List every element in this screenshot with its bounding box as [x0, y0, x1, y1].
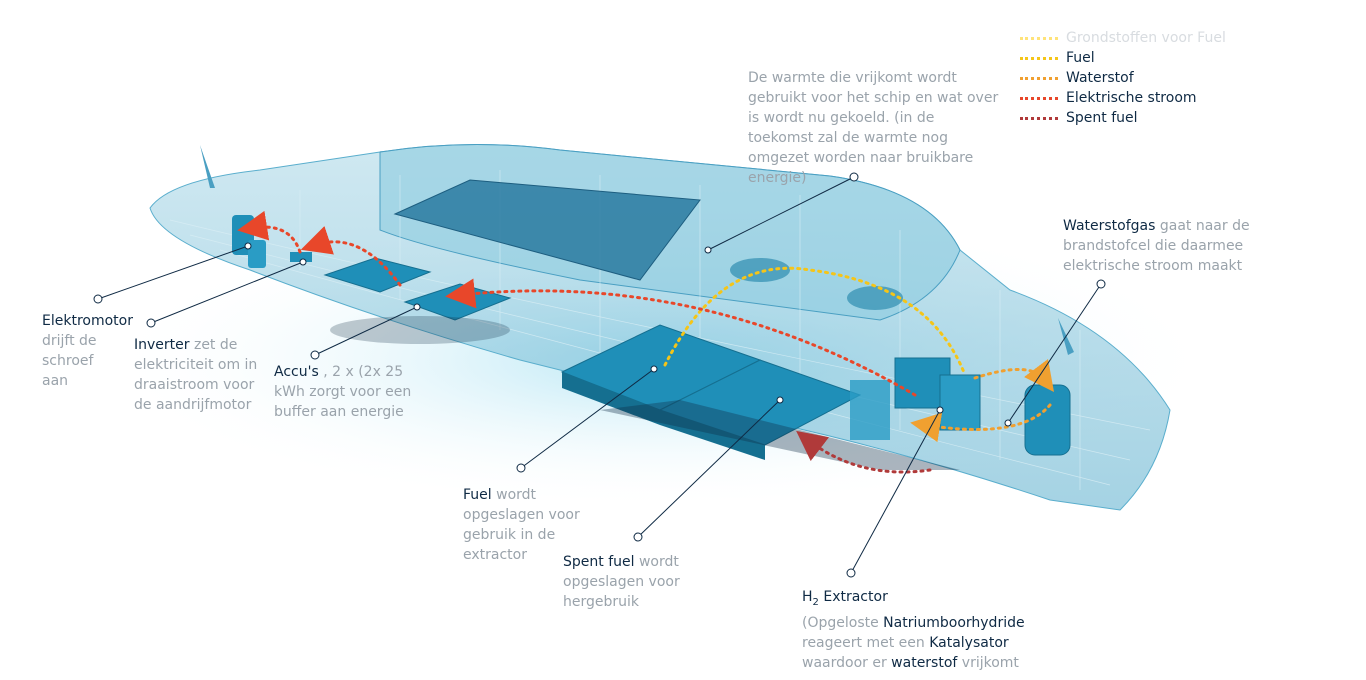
- label-spent-title: Spent fuel: [563, 554, 635, 570]
- h2-line2b: Katalysator: [929, 634, 1009, 651]
- label-inverter: Inverter zet de elektriciteit om in draa…: [134, 335, 260, 415]
- label-fuel-title: Fuel: [463, 487, 492, 503]
- h2-line1a: (Opgeloste: [802, 614, 884, 631]
- label-spent-body: wordt opgeslagen voor hergebruik: [563, 554, 680, 610]
- label-warmte: De warmte die vrijkomt wordt gebruikt vo…: [748, 68, 1003, 188]
- legend-swatch: [1020, 36, 1058, 40]
- inverter-unit: [290, 252, 312, 262]
- label-fuel: Fuel wordt opgeslagen voor gebruik in de…: [463, 485, 603, 565]
- legend-label: Spent fuel: [1066, 110, 1138, 126]
- label-elektromotor-body: drijft de schroef aan: [42, 333, 97, 389]
- label-spent-fuel: Spent fuel wordt opgeslagen voor hergebr…: [563, 552, 693, 612]
- label-inverter-title: Inverter: [134, 337, 190, 353]
- callout-lines: [93, 172, 1106, 578]
- label-accus: Accu's , 2 x (2x 25 kWh zorgt voor een b…: [274, 362, 414, 422]
- h2-h: H: [802, 589, 813, 605]
- legend-item-stroom: Elektrische stroom: [1020, 88, 1226, 108]
- label-inverter-body: zet de elektriciteit om in draaistroom v…: [134, 337, 258, 413]
- extractor-unit: [850, 357, 1071, 456]
- legend-swatch: [1020, 96, 1058, 100]
- flow-spent: [796, 430, 932, 474]
- label-elektromotor-title: Elektromotor: [42, 313, 133, 329]
- label-warmte-text: De warmte die vrijkomt wordt gebruikt vo…: [748, 70, 999, 186]
- legend-label: Grondstoffen voor Fuel: [1066, 30, 1226, 46]
- legend-swatch: [1020, 116, 1058, 120]
- label-waterstofgas: Waterstofgas gaat naar de brandstofcel d…: [1063, 216, 1263, 276]
- label-accus-body: , 2 x (2x 25 kWh zorgt voor een buffer a…: [274, 364, 412, 420]
- legend-swatch: [1020, 56, 1058, 60]
- legend-item-waterstof: Waterstof: [1020, 68, 1226, 88]
- legend-item-grondstoffen: Grondstoffen voor Fuel: [1020, 28, 1226, 48]
- h2-line3a: waardoor er: [802, 654, 892, 671]
- legend-label: Waterstof: [1066, 70, 1134, 86]
- h2-line3c: vrijkomt: [957, 654, 1019, 671]
- legend-label: Elektrische stroom: [1066, 90, 1197, 106]
- label-h2-title: H2 Extractor: [802, 589, 888, 608]
- label-h2-extractor: H2 Extractor (Opgeloste Natriumboorhydri…: [802, 587, 1062, 673]
- flow-stroom: [237, 210, 917, 397]
- h2-rest: Extractor: [818, 589, 888, 605]
- label-elektromotor: Elektromotor drijft de schroef aan: [42, 311, 142, 391]
- flow-waterstof: [910, 358, 1055, 443]
- label-waterstofgas-title: Waterstofgas: [1063, 218, 1156, 234]
- label-waterstofgas-body: gaat naar de brandstofcel die daarmee el…: [1063, 218, 1250, 274]
- h2-sub: 2: [812, 596, 819, 608]
- label-accus-title: Accu's: [274, 364, 319, 380]
- legend-item-fuel: Fuel: [1020, 48, 1226, 68]
- label-fuel-body: wordt opgeslagen voor gebruik in de extr…: [463, 487, 580, 563]
- h2-line2a: reageert met een: [802, 634, 930, 651]
- h2-line1b: Natriumboorhydride: [883, 614, 1025, 631]
- legend: Grondstoffen voor Fuel Fuel Waterstof El…: [1020, 28, 1226, 128]
- legend-item-spent: Spent fuel: [1020, 108, 1226, 128]
- legend-label: Fuel: [1066, 50, 1095, 66]
- h2-line3b: waterstof: [891, 654, 958, 671]
- legend-swatch: [1020, 76, 1058, 80]
